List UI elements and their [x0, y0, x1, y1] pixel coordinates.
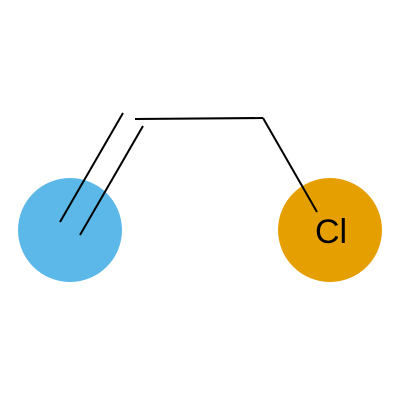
atom-label-chlorine: Cl [315, 213, 347, 251]
single-bond-c3-cl [262, 117, 318, 213]
single-bond-c2-c3 [134, 117, 264, 120]
double-bond-line-inner [79, 125, 144, 236]
double-bond-line-outer [59, 112, 124, 223]
atom-highlight-chlorine [278, 178, 382, 282]
atom-highlight-carbon [18, 178, 122, 282]
